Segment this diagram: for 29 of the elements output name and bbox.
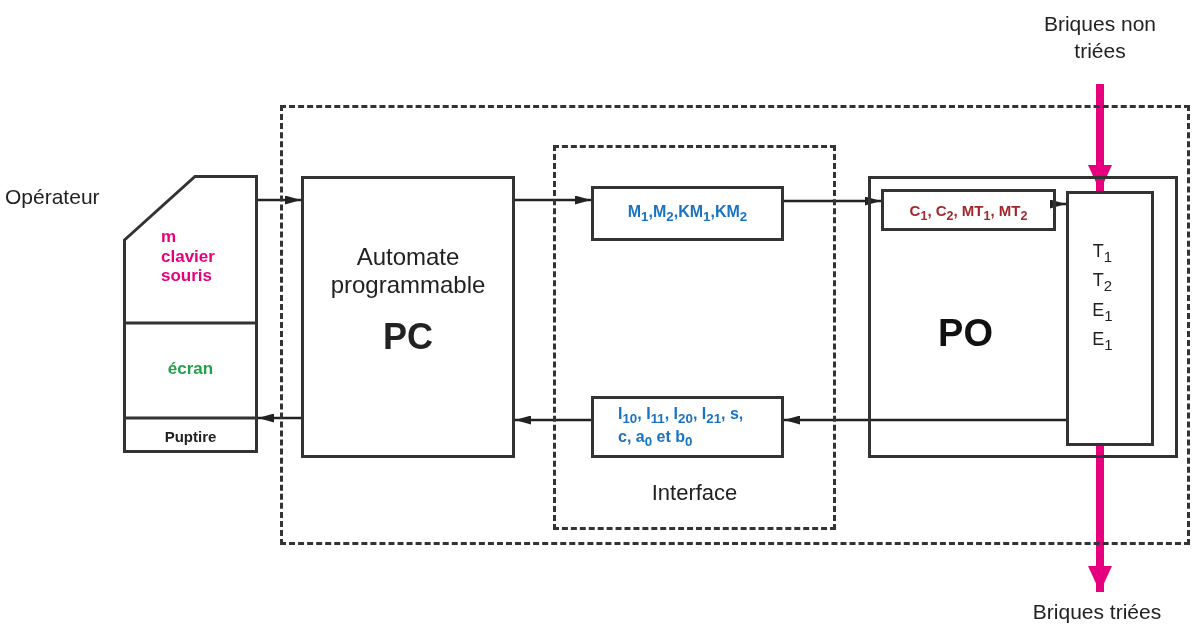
input-label-text: Briques non triées [1042,11,1158,65]
sensor-box-text: T$_{1}$ T$_{2}$ E$_{1}$ E$_{1}$ [1091,240,1114,355]
system-boundary [280,105,1190,545]
sensor-box [1066,191,1154,446]
operator-label: Opérateur [5,185,100,209]
signal-arrow [258,195,301,205]
signal-arrow [258,413,301,423]
output-label-text: Briques triées [1031,600,1163,625]
actuator-box [881,189,1056,231]
interface-group-text: Interface [650,480,739,506]
input-section-text: m clavier souris [161,227,216,286]
signal-box-text: M$_{1}$,M$_{2}$,KM$_{1}$,KM$_{2}$ [626,203,749,225]
signal-arrow [515,415,591,425]
signal-box [591,186,784,241]
actuator-box-text: C$_{1}$, C$_{2}$, MT$_{1}$, MT$_{2}$ [908,202,1029,224]
interface-group [553,145,836,530]
signal-arrow [784,415,1066,425]
signal-arrow [1050,199,1066,209]
signal-arrow [784,196,881,206]
screen-section-text: écran [166,359,215,379]
signal-arrow [515,195,591,205]
signal-box-text: I$_{10}$, I$_{11}$, I$_{20}$, I$_{21}$, s, c, a$_{0}$ et b$_{0}$ [618,404,745,451]
signal-box [591,396,784,458]
operative-part-box-text: PO [937,312,994,356]
desk-section-text: Puptire [163,428,218,446]
controller-box-text: Automate programmable [329,243,487,299]
controller-box [301,176,515,458]
operative-part-box [868,176,1178,458]
controller-label: PC [382,316,434,358]
